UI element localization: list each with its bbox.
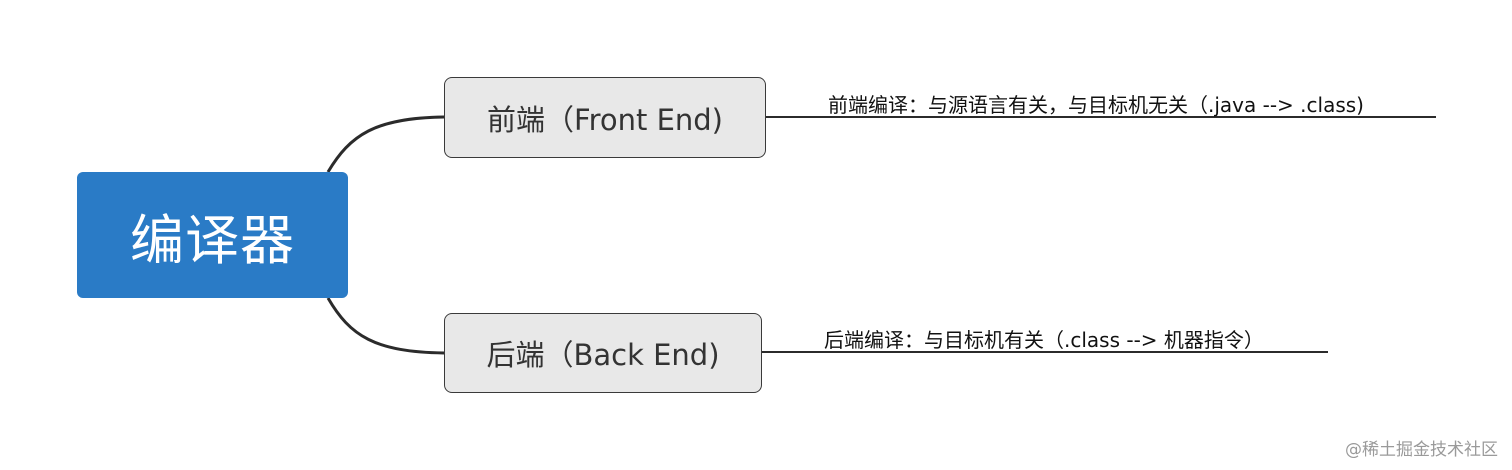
branch-node-label: 后端（Back End) bbox=[486, 338, 720, 372]
branch-node-back-end[interactable]: 后端（Back End) bbox=[444, 313, 762, 393]
watermark: @稀土掘金技术社区 bbox=[1345, 440, 1498, 460]
leaf-note-back-end: 后端编译：与目标机有关（.class --> 机器指令） bbox=[824, 328, 1264, 352]
root-node-compiler[interactable]: 编译器 bbox=[77, 172, 348, 298]
branch-node-front-end[interactable]: 前端（Front End) bbox=[444, 77, 766, 158]
leaf-note-front-end: 前端编译：与源语言有关，与目标机无关（.java --> .class) bbox=[828, 93, 1364, 117]
connector-root-back bbox=[326, 297, 445, 355]
connector-root-front bbox=[326, 115, 445, 173]
branch-node-label: 前端（Front End) bbox=[487, 102, 723, 137]
root-node-label: 编译器 bbox=[130, 208, 295, 272]
